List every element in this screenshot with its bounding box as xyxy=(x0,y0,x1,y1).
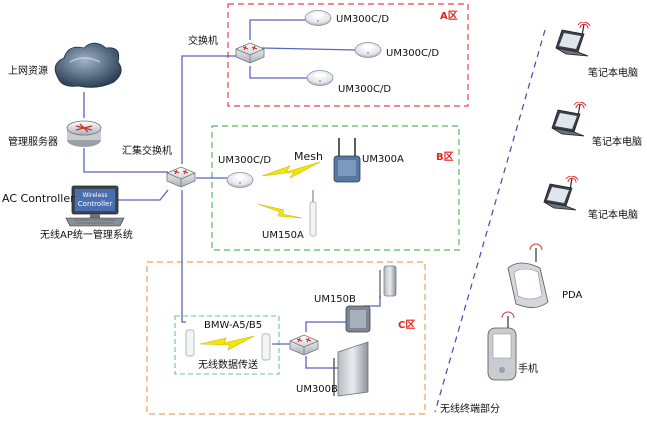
zone-a-box xyxy=(227,3,469,107)
outdoor-ap-icon xyxy=(345,305,371,333)
bridge-left-icon xyxy=(185,329,195,357)
laptop-icon xyxy=(552,102,586,136)
bridge-right-icon xyxy=(261,333,271,361)
pda-icon xyxy=(507,243,549,308)
core-switch-label: 汇集交换机 xyxy=(122,144,172,157)
phone-label: 手机 xyxy=(518,362,538,375)
zone-a-ap2-label: UM300C/D xyxy=(386,48,439,59)
mesh-label: Mesh xyxy=(294,150,323,163)
mgmt-system-label: 无线AP统一管理系统 xyxy=(40,228,133,241)
switch-label: 交换机 xyxy=(188,34,218,47)
zone-c-box xyxy=(146,261,426,415)
panel-antenna-icon xyxy=(379,265,397,298)
laptop3-label: 笔记本电脑 xyxy=(588,208,638,221)
zone-a-ap1-label: UM300C/D xyxy=(336,14,389,25)
ac-screen-top: Wireless xyxy=(82,192,107,199)
mgmt-server-label: 管理服务器 xyxy=(8,135,58,148)
zone-a-tag: A区 xyxy=(440,10,458,22)
switch-icon xyxy=(236,43,264,63)
zone-b-box xyxy=(211,125,460,251)
zone-b-ap-label: UM300C/D xyxy=(218,155,271,166)
terminal-divider xyxy=(434,29,546,413)
cloud-icon xyxy=(54,42,122,88)
laptop1-label: 笔记本电脑 xyxy=(588,66,638,79)
bridge-box xyxy=(174,315,280,375)
zone-b-stick-label: UM150A xyxy=(262,230,304,241)
laptop-icon xyxy=(544,176,578,210)
router-icon xyxy=(66,120,102,147)
lightning-icon xyxy=(257,203,303,219)
ceiling-ap-icon xyxy=(355,43,381,58)
sector-antenna-icon xyxy=(333,341,369,397)
bridge-model-label: BMW-A5/B5 xyxy=(204,320,262,331)
phone-icon xyxy=(487,311,517,381)
laptop-icon xyxy=(556,22,590,56)
ceiling-ap-icon xyxy=(227,173,253,188)
lightning-icon xyxy=(199,335,255,351)
terminal-section-label: 无线终端部分 xyxy=(440,402,500,415)
zone-c-top-label: UM150B xyxy=(314,294,356,305)
ac-screen-bottom: Controller xyxy=(78,200,113,208)
zone-a-ap3-label: UM300C/D xyxy=(338,84,391,95)
ceiling-ap-icon xyxy=(305,11,331,26)
ceiling-ap-icon xyxy=(307,71,333,86)
lightning-icon xyxy=(261,161,321,179)
outdoor-ap-icon xyxy=(333,138,361,183)
wires xyxy=(83,19,381,369)
laptop2-label: 笔记本电脑 xyxy=(592,135,642,148)
zone-b-outdoor-label: UM300A xyxy=(362,154,404,165)
internet-label: 上网资源 xyxy=(8,64,48,77)
bridge-desc-label: 无线数据传送 xyxy=(198,358,258,371)
ac-controller-pc-icon: Wireless Controller xyxy=(65,185,125,227)
ac-controller-label: AC Controller xyxy=(2,192,75,205)
zone-c-tag: C区 xyxy=(398,319,415,331)
core-switch-icon xyxy=(167,167,195,187)
zone-b-tag: B区 xyxy=(436,151,454,163)
zone-c-bottom-label: UM300B xyxy=(296,384,338,395)
switch-icon xyxy=(290,335,318,355)
stick-ap-icon xyxy=(309,190,317,237)
pda-label: PDA xyxy=(562,290,583,301)
